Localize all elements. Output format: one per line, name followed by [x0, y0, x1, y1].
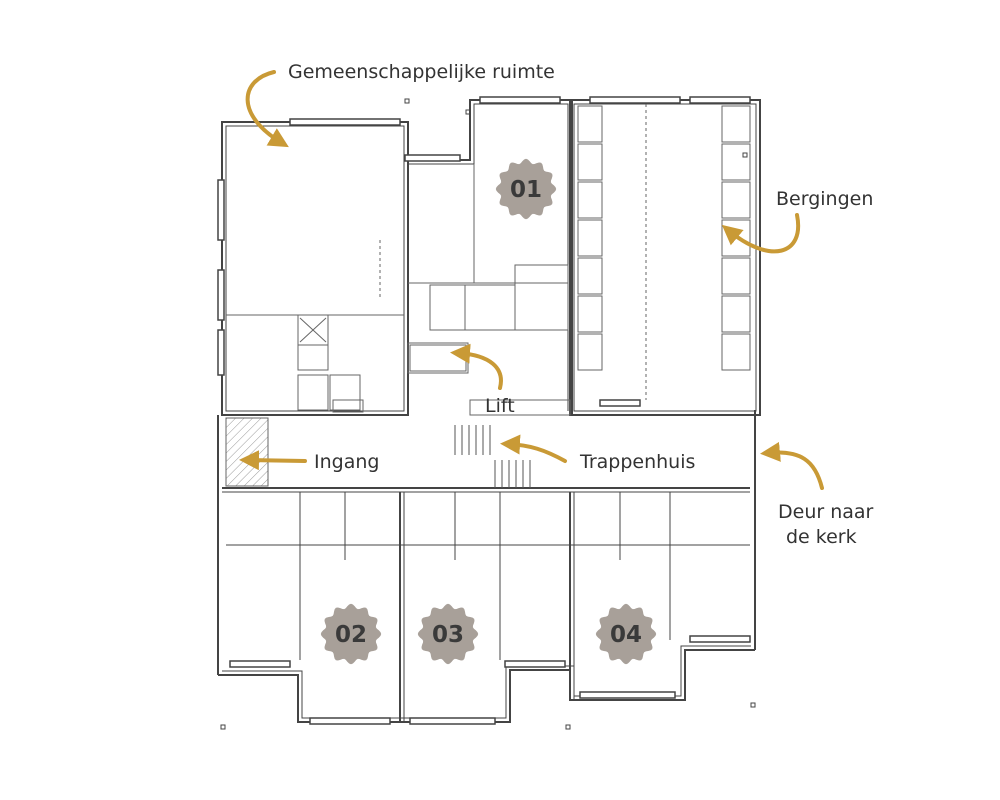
- unit-badge-03: 03: [417, 603, 479, 665]
- storage-cell: [577, 219, 603, 257]
- entrance-hatch: [225, 417, 269, 487]
- entrance-arrow: [239, 450, 307, 471]
- church-door-arrow: [760, 441, 824, 490]
- unit-number-03: 03: [432, 622, 464, 648]
- storage-cell: [577, 333, 603, 371]
- storage-cell: [577, 295, 603, 333]
- lift-label: Lift: [485, 395, 515, 417]
- badge-shape: [595, 603, 657, 665]
- windows: [217, 96, 751, 725]
- storage-cell: [721, 295, 751, 333]
- storage-cell: [577, 181, 603, 219]
- storage-cell: [721, 333, 751, 371]
- storage-arrow: [721, 213, 801, 254]
- corner-markers: [220, 98, 756, 730]
- storage-cell: [721, 143, 751, 181]
- badge-shape: [417, 603, 479, 665]
- annotation-arrows: [239, 70, 824, 490]
- stairwell-label: Trappenhuis: [579, 451, 695, 473]
- badge-shape: [495, 158, 557, 220]
- common-room-arrow: [245, 70, 289, 148]
- church-door-label-line2: de kerk: [786, 526, 857, 548]
- unit-number-02: 02: [335, 622, 367, 648]
- storage-cell: [577, 143, 603, 181]
- unit-badge-02: 02: [320, 603, 382, 665]
- storage-cells: [577, 104, 751, 400]
- stairwell-steps: [454, 425, 531, 488]
- storage-cell: [721, 257, 751, 295]
- storage-cell: [577, 257, 603, 295]
- storage-label: Bergingen: [776, 188, 873, 210]
- storage-cell: [721, 105, 751, 143]
- badge-shape: [320, 603, 382, 665]
- unit-badge-01: 01: [495, 158, 557, 220]
- unit-badge-04: 04: [595, 603, 657, 665]
- storage-cell: [721, 181, 751, 219]
- church-door-label-line1: Deur naar: [778, 501, 874, 523]
- unit-number-01: 01: [510, 177, 542, 203]
- storage-cell: [577, 105, 603, 143]
- common-room-interior: [226, 240, 404, 413]
- entrance-label: Ingang: [314, 451, 379, 473]
- stairwell-arrow: [500, 434, 567, 463]
- unit-number-04: 04: [610, 622, 642, 648]
- lift-arrow: [450, 343, 503, 390]
- common-room-label: Gemeenschappelijke ruimte: [288, 61, 555, 83]
